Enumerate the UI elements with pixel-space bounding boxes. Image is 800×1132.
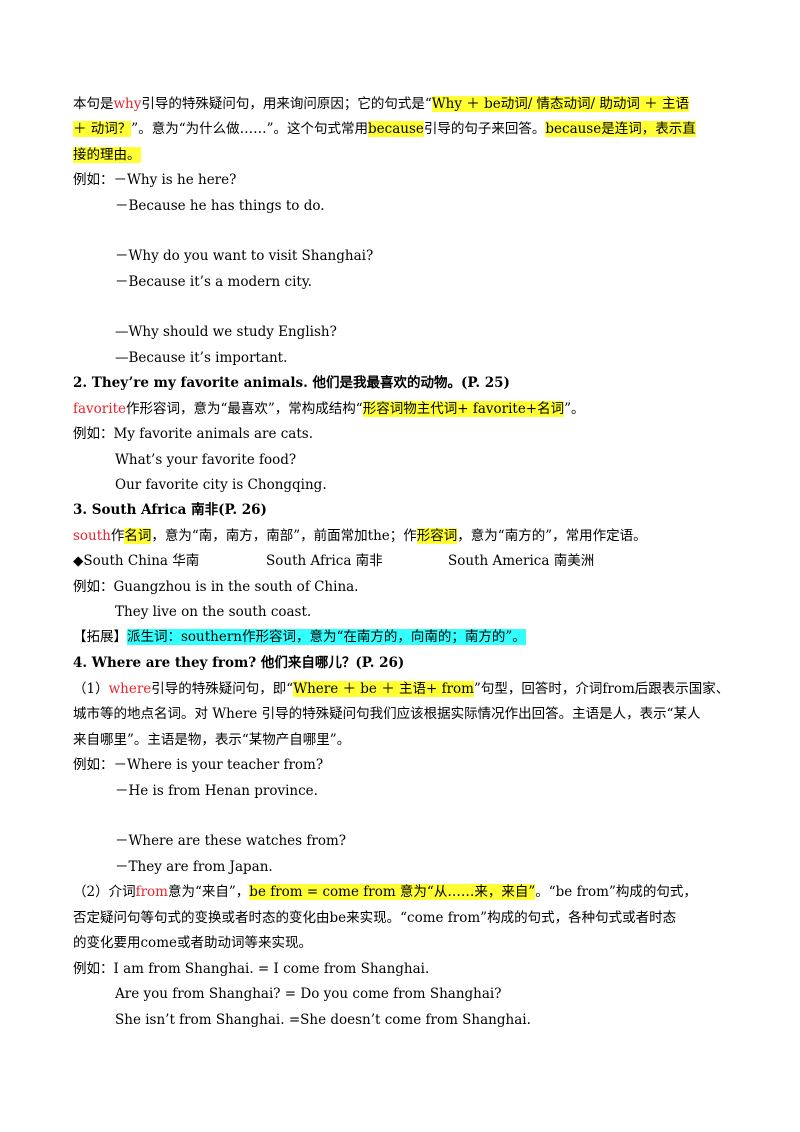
s3-example-1: 例如：Guangzhou is in the south of China. xyxy=(73,577,730,597)
s4-example-1: 例如：－Where is your teacher from? xyxy=(73,755,730,775)
highlight-conj: because是连词，表示直 xyxy=(545,121,696,137)
example-label: 例如： xyxy=(73,172,114,188)
s4-p2-line3: 的变化要用come或者助动词等来实现。 xyxy=(73,935,312,951)
place-south-america: South America 南美洲 xyxy=(448,553,595,569)
s2-line1: favorite作形容词，意为“最喜欢”，常构成结构“形容词物主代词+ favo… xyxy=(73,399,730,419)
place-south-china: ◆South China 华南 xyxy=(73,553,200,569)
highlight-pattern: Where ＋ be ＋ 主语+ from xyxy=(293,681,474,697)
text: 引导的特殊疑问句，用来询问原因；它的句式是“ xyxy=(141,96,432,112)
highlight-noun: 名词 xyxy=(124,528,152,544)
s3-places: ◆South China 华南 South Africa 南非 South Am… xyxy=(73,551,730,571)
text: ”。 xyxy=(564,401,585,417)
text: ”。意为“为什么做……”。这个句式常用 xyxy=(131,121,369,137)
text: 作形容词，意为“最喜欢”，常构成结构“ xyxy=(126,401,363,417)
example-text: I am from Shanghai. = I come from Shangh… xyxy=(113,961,430,977)
s4-example-4: －They are from Japan. xyxy=(115,859,273,875)
text: 引导的句子来回答。 xyxy=(423,121,546,137)
s4-example2-2: Are you from Shanghai? = Do you come fro… xyxy=(115,986,502,1002)
example-text: My favorite animals are cats. xyxy=(113,426,314,442)
s2-heading: 2. They’re my favorite animals. 他们是我最喜欢的… xyxy=(73,375,510,391)
s4-p1-line3: 来自哪里”。主语是物，表示“某物产自哪里”。 xyxy=(73,732,351,748)
example-text: －Why is he here? xyxy=(113,172,237,188)
example-label: 例如： xyxy=(73,961,114,977)
keyword-where: where xyxy=(108,681,152,697)
s1-example-5: —Why should we study English? xyxy=(115,324,337,340)
s4-p2-line2: 否定疑问句等句式的变换或者时态的变化由be来实现。“come from”构成的句… xyxy=(73,910,677,926)
extension-label: 【拓展】 xyxy=(73,629,127,645)
keyword-favorite: favorite xyxy=(73,401,126,417)
s4-p2-line1: （2）介词from意为“来自”，be from = come from 意为“从… xyxy=(73,882,730,902)
highlight-pattern: Why ＋ be动词/ 情态动词/ 助动词 ＋ 主语 xyxy=(431,96,689,112)
text: 作 xyxy=(110,528,125,544)
highlight-derivative: 派生词：southern作形容词，意为“在南方的，向南的；南方的”。 xyxy=(127,629,526,645)
s3-line1: south作名词，意为“南，南方，南部”，前面常加the；作形容词，意为“南方的… xyxy=(73,526,730,546)
example-label: 例如： xyxy=(73,757,114,773)
s4-example-2: －He is from Henan province. xyxy=(115,783,318,799)
place-south-africa: South Africa 南非 xyxy=(266,553,383,569)
text: ”句型，回答时，介词from后跟表示国家、 xyxy=(473,681,730,697)
highlight-because: because xyxy=(368,121,424,137)
s4-example-3: －Where are these watches from? xyxy=(115,833,347,849)
example-label: 例如： xyxy=(73,579,114,595)
text: ，意为“南，南方，南部”，前面常加the；作 xyxy=(151,528,417,544)
highlight-be-from: be from = come from 意为“从……来，来自” xyxy=(249,884,536,900)
text: （2）介词 xyxy=(73,884,136,900)
s1-example-6: —Because it’s important. xyxy=(115,350,288,366)
highlight-adjective: 形容词 xyxy=(416,528,458,544)
s1-line2: ＋ 动词？”。意为“为什么做……”。这个句式常用because引导的句子来回答。… xyxy=(73,119,730,139)
s2-example-3: Our favorite city is Chongqing. xyxy=(115,477,327,493)
s4-p1-line2: 城市等的地点名词。对 Where 引导的特殊疑问句我们应该根据实际情况作出回答。… xyxy=(73,706,701,722)
s3-extension: 【拓展】派生词：southern作形容词，意为“在南方的，向南的；南方的”。 xyxy=(73,627,730,647)
text: 意为“来自”， xyxy=(167,884,250,900)
text: 。“be from”构成的句式， xyxy=(535,884,697,900)
s2-example-1: 例如：My favorite animals are cats. xyxy=(73,424,730,444)
s1-line1: 本句是why引导的特殊疑问句，用来询问原因；它的句式是“Why ＋ be动词/ … xyxy=(73,94,730,114)
s4-example2-3: She isn’t from Shanghai. =She doesn’t co… xyxy=(115,1012,531,1028)
keyword-south: south xyxy=(73,528,111,544)
s4-heading: 4. Where are they from? 他们来自哪儿？(P. 26) xyxy=(73,655,405,671)
text: 本句是 xyxy=(73,96,114,112)
s4-p1-line1: （1）where引导的特殊疑问句，即“Where ＋ be ＋ 主语+ from… xyxy=(73,679,730,699)
highlight-pattern: ＋ 动词？ xyxy=(73,121,132,137)
highlight-conj: 接的理由。 xyxy=(73,147,141,163)
s1-example-1: 例如：－Why is he here? xyxy=(73,170,730,190)
s1-example-4: －Because it’s a modern city. xyxy=(115,274,312,290)
text: ，意为“南方的”，常用作定语。 xyxy=(457,528,647,544)
s2-example-2: What’s your favorite food? xyxy=(115,452,297,468)
text: （1） xyxy=(73,681,109,697)
keyword-from: from xyxy=(135,884,168,900)
example-text: Guangzhou is in the south of China. xyxy=(113,579,359,595)
s1-example-3: －Why do you want to visit Shanghai? xyxy=(115,248,374,264)
s1-example-2: －Because he has things to do. xyxy=(115,198,325,214)
s3-example-2: They live on the south coast. xyxy=(115,604,312,620)
s4-example2-1: 例如：I am from Shanghai. = I come from Sha… xyxy=(73,959,730,979)
example-text: －Where is your teacher from? xyxy=(113,757,324,773)
s1-line3: 接的理由。 xyxy=(73,145,730,165)
text: 引导的特殊疑问句，即“ xyxy=(151,681,294,697)
example-label: 例如： xyxy=(73,426,114,442)
keyword-why: why xyxy=(113,96,142,112)
s3-heading: 3. South Africa 南非(P. 26) xyxy=(73,502,267,518)
highlight-structure: 形容词物主代词+ favorite+名词 xyxy=(362,401,565,417)
